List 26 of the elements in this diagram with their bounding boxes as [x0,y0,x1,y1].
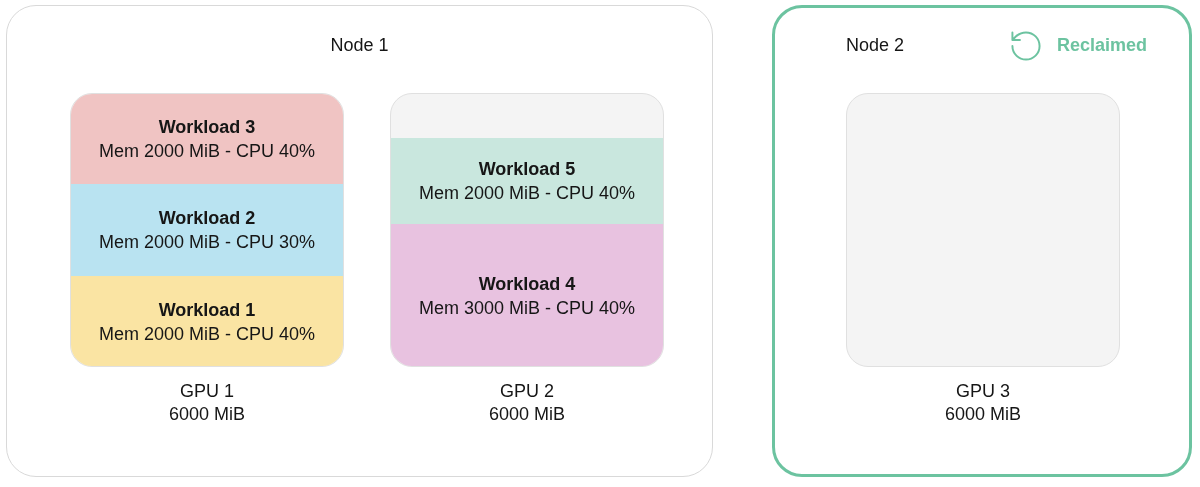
workload-stats: Mem 2000 MiB - CPU 40% [98,323,316,346]
workload-band [71,276,343,366]
node-title: Node 1 [330,34,389,56]
workload-stats: Mem 2000 MiB - CPU 30% [98,231,316,254]
gpu-name: GPU 1 [180,380,234,402]
node-panel [6,5,713,477]
gpu-name: GPU 3 [956,380,1010,402]
workload-stats: Mem 3000 MiB - CPU 40% [418,297,636,320]
workload-band [71,184,343,276]
node-panel [772,5,1192,477]
status-label: Reclaimed [1057,34,1148,56]
gpu-memory: 6000 MiB [169,403,245,425]
gpu-name: GPU 2 [500,380,554,402]
workload-stats: Mem 2000 MiB - CPU 40% [418,182,636,205]
workload-stats: Mem 2000 MiB - CPU 40% [98,140,316,163]
gpu-memory: 6000 MiB [489,403,565,425]
workload-band [391,138,663,224]
workload-title: Workload 5 [478,158,576,181]
workload-title: Workload 4 [478,273,576,296]
workload-band [391,224,663,366]
workload-title: Workload 1 [158,299,256,322]
node-title: Node 2 [846,34,905,56]
workload-title: Workload 2 [158,207,256,230]
workload-band [71,94,343,184]
workload-title: Workload 3 [158,116,256,139]
gpu-memory: 6000 MiB [945,403,1021,425]
